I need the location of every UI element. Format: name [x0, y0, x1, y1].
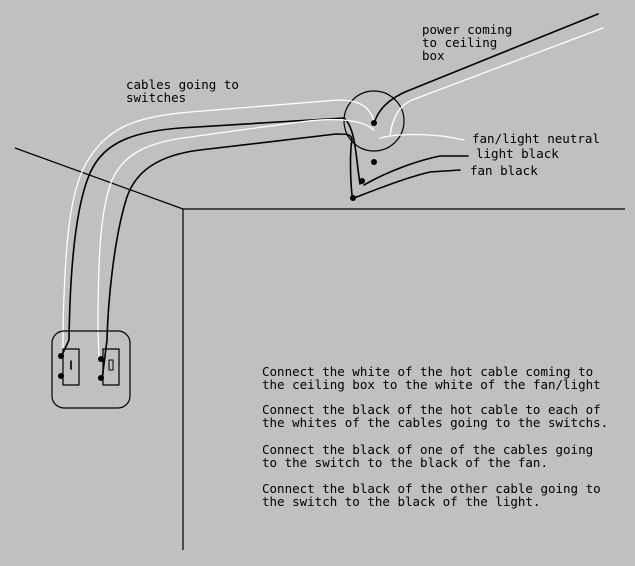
power-cable: [373, 13, 604, 137]
instruction-1-line-2: the ceiling box to the white of the fan/…: [262, 377, 601, 392]
switch-2-terminal-bottom: [98, 375, 104, 381]
fixture-leads: [353, 133, 469, 199]
switch-1-terminal-bottom: [58, 373, 64, 379]
splice-hot-black: [371, 120, 377, 126]
splices: [350, 120, 377, 201]
label-fan-light-neutral: fan/light neutral: [472, 131, 600, 146]
instruction-2-line-2: the whites of the cables going to the sw…: [262, 415, 608, 430]
light-black-wire: [363, 155, 469, 186]
ceiling-box: [343, 90, 405, 152]
label-cables-line-2: switches: [126, 90, 186, 105]
power-white-wire: [389, 27, 604, 137]
switch-cable-1: [61, 99, 375, 356]
cable1-white-wire: [62, 99, 375, 356]
switch-box-outline: [51, 330, 131, 409]
fan-light-neutral-wire: [379, 133, 465, 141]
switch-1: [62, 348, 80, 386]
label-power-line-3: box: [422, 48, 445, 63]
switch-box: [51, 330, 131, 409]
power-black-wire: [373, 13, 599, 125]
cable2-white-wire: [97, 118, 375, 359]
label-power-line-2: to ceiling: [422, 35, 497, 50]
instructions: Connect the white of the hot cable comin…: [262, 364, 608, 509]
instruction-4-line-1: Connect the black of the other cable goi…: [262, 481, 601, 496]
switch-2: [102, 348, 120, 386]
switch-2-terminal-top: [98, 356, 104, 362]
fan-black-wire: [353, 169, 461, 199]
labels: power coming to ceiling box cables going…: [126, 22, 600, 178]
ceiling-left-edge: [14, 147, 184, 210]
instruction-3-line-1: Connect the black of one of the cables g…: [262, 442, 593, 457]
switch-cable-2: [97, 118, 375, 381]
label-fan-black: fan black: [470, 163, 538, 178]
splice-neutral: [371, 159, 377, 165]
cable2-black-wire: [101, 133, 353, 381]
instruction-1-line-1: Connect the white of the hot cable comin…: [262, 364, 593, 379]
room-walls: [14, 147, 625, 550]
switch-1-terminal-top: [58, 353, 64, 359]
switch-2-toggle-icon: [108, 359, 114, 371]
cable1-black-wire: [61, 117, 361, 356]
splice-light-black: [359, 178, 365, 184]
label-light-black: light black: [476, 146, 559, 161]
label-cables-line-1: cables going to: [126, 77, 239, 92]
instruction-3-line-2: to the switch to the black of the fan.: [262, 455, 548, 470]
splice-fan-black: [350, 195, 356, 201]
label-power-line-1: power coming: [422, 22, 512, 37]
instruction-4-line-2: the switch to the black of the light.: [262, 494, 540, 509]
instruction-2-line-1: Connect the black of the hot cable to ea…: [262, 402, 601, 417]
